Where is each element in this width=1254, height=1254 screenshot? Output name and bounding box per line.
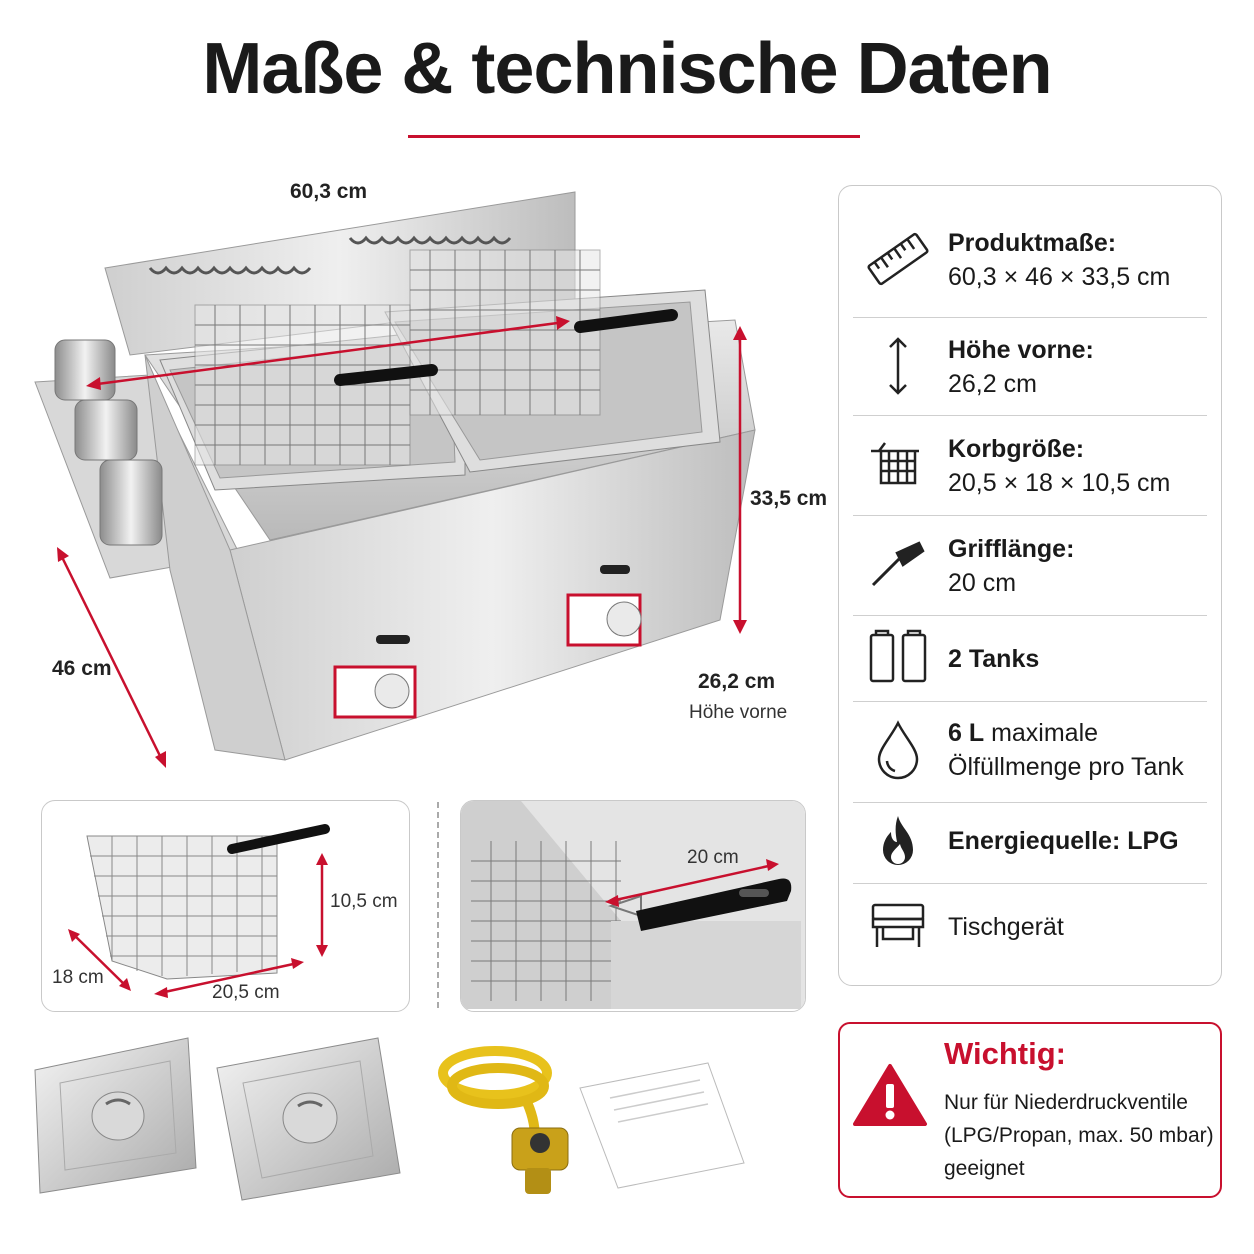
oil-drop-icon [877,720,919,780]
spec-value: 20 cm [948,569,1017,597]
basket-icon [871,442,919,485]
handle-detail-box: 20 cm [460,800,806,1012]
spec-value: Tischgerät [948,913,1064,941]
spec-label: Grifflänge: [948,535,1075,563]
divider [437,802,439,1008]
fryer-main-image [34,191,756,768]
height-dimension-label: 33,5 cm [750,487,828,510]
basket-detail-box: 10,5 cm 18 cm 20,5 cm [41,800,410,1012]
spec-row-tanks: 2 Tanks [853,615,1207,702]
warning-title: Wichtig: [944,1036,1066,1071]
depth-dimension-label: 46 cm [52,657,112,680]
spec-label: 6 L [948,719,985,747]
spec-row-front-height: Höhe vorne: 26,2 cm [853,317,1207,416]
flame-icon [883,816,913,865]
spec-label: 2 Tanks [948,645,1040,673]
title-underline [408,135,860,138]
table-device-icon [871,903,925,947]
handle-icon [871,541,925,587]
spec-label: Energiequelle: LPG [948,827,1179,855]
vertical-arrow-icon [889,337,907,395]
spec-label: Korbgröße: [948,435,1085,463]
accessories-image [34,1037,745,1201]
spec-value: 26,2 cm [948,370,1037,398]
spec-row-product-dimensions: Produktmaße: 60,3 × 46 × 33,5 cm [853,200,1207,318]
tanks-icon [869,629,927,683]
spec-row-energy-source: Energiequelle: LPG [853,802,1207,884]
warning-box: Wichtig: Nur für Niederdruckventile (LPG… [838,1022,1222,1198]
basket-width-label: 20,5 cm [212,982,280,1003]
front-height-caption: Höhe vorne [689,702,788,723]
spec-row-basket-size: Korbgröße: 20,5 × 18 × 10,5 cm [853,415,1207,516]
gas-hose-regulator [438,1046,569,1194]
spec-label: Höhe vorne: [948,336,1094,364]
spec-row-table-device: Tischgerät [853,883,1207,973]
warning-text: Nur für Niederdruckventile (LPG/Propan, … [944,1091,1214,1180]
warning-icon [853,1064,927,1126]
spec-panel: Produktmaße: 60,3 × 46 × 33,5 cm Höhe vor… [838,185,1222,986]
lid-right [216,1037,401,1201]
spec-value: Ölfüllmenge pro Tank [948,753,1184,781]
spec-row-handle-length: Grifflänge: 20 cm [853,515,1207,616]
width-dimension-label: 60,3 cm [290,180,368,203]
manual [579,1062,745,1189]
spec-label: Produktmaße: [948,229,1117,257]
basket-height-label: 10,5 cm [330,891,398,912]
ruler-icon [867,232,929,286]
handle-length-label: 20 cm [687,847,739,868]
basket-image [68,824,330,998]
spec-label-suffix: maximale [984,719,1099,747]
basket-depth-label: 18 cm [52,967,104,988]
page-title: Maße & technische Daten [202,29,1052,109]
spec-value: 60,3 × 46 × 33,5 cm [948,263,1171,291]
front-height-value: 26,2 cm [698,670,776,693]
lid-left [34,1037,197,1194]
handle-image [461,801,805,1009]
spec-value: 20,5 × 18 × 10,5 cm [948,469,1171,497]
